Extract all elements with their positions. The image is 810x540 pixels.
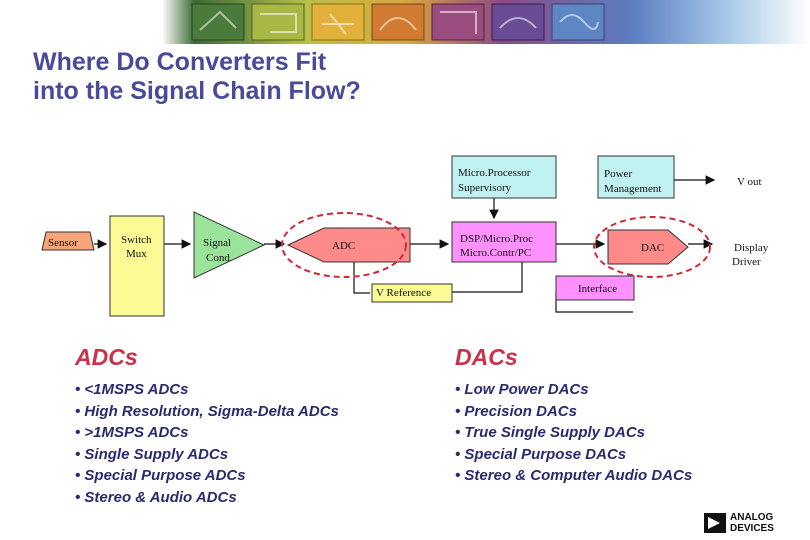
top-banner: [0, 0, 810, 44]
micro-supervisor-label-1: Micro.Processor: [458, 167, 531, 179]
vref-block: [371, 283, 453, 303]
dsp-image: [311, 3, 365, 41]
list-item: <1MSPS ADCs: [75, 379, 339, 401]
page-title: Where Do Converters Fit into the Signal …: [33, 48, 361, 106]
power-management-label-1: Power: [604, 168, 632, 180]
analog-devices-logo: ANALOG DEVICES: [704, 511, 790, 535]
adc-highlight: [281, 212, 407, 278]
display-driver-label-2: Driver: [732, 256, 761, 268]
sensor-block: [41, 231, 95, 251]
chip-image: [191, 3, 245, 41]
dac-highlight: [593, 216, 711, 278]
list-item: Stereo & Computer Audio DACs: [455, 465, 692, 487]
interface-block: [555, 275, 635, 301]
interface-label: Interface: [578, 283, 617, 295]
logo-text-line-2: DEVICES: [730, 523, 774, 534]
sensor-label: Sensor: [48, 237, 78, 249]
dacs-section: DACs Low Power DACs Precision DACs True …: [455, 344, 692, 487]
adcs-heading: ADCs: [75, 344, 138, 370]
list-item: Stereo & Audio ADCs: [75, 487, 339, 509]
list-item: >1MSPS ADCs: [75, 422, 339, 444]
title-line-1: Where Do Converters Fit: [33, 48, 327, 76]
micro-supervisor-label-2: Supervisory: [458, 182, 512, 194]
micro-supervisor-block: [451, 155, 557, 199]
list-item: Special Purpose DACs: [455, 444, 692, 466]
signal-image: [551, 3, 605, 41]
adc-label: ADC: [332, 240, 355, 252]
dsp-block: [451, 221, 557, 263]
signal-cond-amplifier: [193, 211, 266, 279]
power-management-label-2: Management: [604, 183, 661, 195]
adc-block: [286, 227, 411, 263]
logo-triangle-icon: [704, 513, 726, 533]
logo-text: ANALOG DEVICES: [730, 512, 774, 534]
dsp-label-1: DSP/Micro.Proc: [460, 233, 533, 245]
signal-chain-diagram: Sensor Switch Mux Signal Cond ADC DSP/Mi…: [41, 155, 769, 317]
mems-image: [491, 3, 545, 41]
analog-image: [371, 3, 425, 41]
dsp-label-2: Micro.Contr/PC: [460, 247, 531, 259]
banner-tiles: [191, 3, 605, 41]
dacs-list: Low Power DACs Precision DACs True Singl…: [455, 379, 692, 487]
list-item: High Resolution, Sigma-Delta ADCs: [75, 401, 338, 423]
switch-mux-label-1: Switch: [121, 234, 152, 246]
dacs-heading: DACs: [455, 344, 518, 370]
adcs-list: <1MSPS ADCs High Resolution, Sigma-Delta…: [75, 379, 339, 509]
list-item: Special Purpose ADCs: [75, 465, 339, 487]
signal-cond-label-1: Signal: [203, 237, 231, 249]
vref-label: V Reference: [376, 287, 431, 299]
switch-mux-label-2: Mux: [126, 248, 147, 260]
list-item: Precision DACs: [455, 401, 692, 423]
list-item: True Single Supply DACs: [455, 422, 692, 444]
dac-label: DAC: [641, 242, 664, 254]
list-item: Single Supply ADCs: [75, 444, 339, 466]
list-item: Low Power DACs: [455, 379, 692, 401]
title-line-2: into the Signal Chain Flow?: [33, 77, 361, 105]
switch-mux-block: [109, 215, 165, 317]
vout-label: V out: [737, 176, 762, 188]
power-management-block: [597, 155, 675, 199]
dac-block: [607, 229, 689, 265]
signal-cond-label-2: Cond: [206, 252, 230, 264]
display-driver-label-1: Display: [734, 242, 769, 254]
adcs-section: ADCs <1MSPS ADCs High Resolution, Sigma-…: [75, 344, 339, 508]
logo-text-line-1: ANALOG: [730, 512, 774, 523]
